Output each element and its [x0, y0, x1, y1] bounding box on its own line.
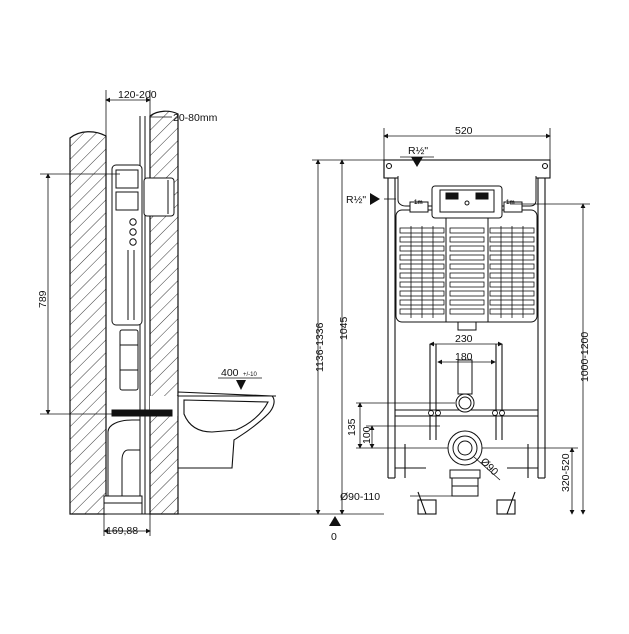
- floor-zero-label: 0: [331, 531, 337, 543]
- dim-135-100: 135 100: [346, 402, 455, 449]
- dim-frame-height-label: 1045: [338, 316, 350, 340]
- dim-135-label: 135: [346, 418, 358, 436]
- grille-slat: [449, 272, 485, 279]
- grille-slat: [449, 254, 485, 261]
- grille-slat: [449, 308, 485, 315]
- dim-height-789-label: 789: [37, 290, 49, 308]
- dim-wall-gap-label: 120-200: [118, 89, 157, 101]
- cistern-grille: [399, 226, 535, 318]
- dim-total-height-label: 1136-1336: [314, 322, 326, 372]
- dim-bolt-inner: 180: [437, 351, 496, 365]
- dim-frame-width-label: 520: [455, 125, 473, 137]
- back-wall: [69, 131, 107, 515]
- inlet-side-label: R½": [346, 194, 366, 206]
- dim-frame-depth-label: 20-80mm: [173, 112, 218, 124]
- inlet-top-label: R½": [408, 145, 428, 157]
- dim-pipe-diameter-label: Ø90: [478, 456, 501, 479]
- inlet-top: R½": [400, 145, 434, 167]
- dim-base-offset: 169,88: [103, 514, 151, 537]
- waste-pipe: [103, 409, 173, 515]
- cistern-side: [111, 164, 175, 391]
- inlet-side: R½": [346, 193, 396, 206]
- dim-outlet-height-label: 320-520: [560, 453, 572, 492]
- dim-bolt-inner-label: 180: [455, 351, 473, 363]
- dim-pipe-range: Ø90-110: [340, 491, 452, 503]
- dim-right-height-label: 1000-1200: [579, 332, 591, 382]
- side-view: 120-200 20-80mm 789 169,88 400 +/-10: [37, 89, 300, 537]
- mark-1m-left: 1m: [414, 200, 423, 206]
- grille-slat: [449, 245, 485, 252]
- dim-base-offset-label: 169,88: [106, 525, 138, 537]
- dim-right-height: 1000-1200: [510, 203, 591, 515]
- dim-frame-depth: 20-80mm: [150, 112, 218, 124]
- dim-total-height: 1136-1336: [312, 159, 384, 515]
- grille-slat: [449, 290, 485, 297]
- dim-bowl-height-label: 400: [221, 367, 239, 379]
- dim-wall-gap: 120-200: [105, 89, 157, 136]
- dim-bolt-outer-label: 230: [455, 333, 473, 345]
- grille-slat: [449, 281, 485, 288]
- dim-frame-width: 520: [383, 125, 551, 160]
- grille-slat: [449, 299, 485, 306]
- bracket-bolts: [428, 410, 505, 416]
- grille-slat: [449, 236, 485, 243]
- dim-bowl-height: 400 +/-10: [218, 367, 262, 390]
- grille-slat: [449, 227, 485, 234]
- dim-100-label: 100: [361, 426, 373, 444]
- front-wall-panel: [149, 110, 179, 515]
- dim-pipe-range-label: Ø90-110: [340, 491, 380, 503]
- dim-bolt-outer: 230: [429, 333, 503, 347]
- dim-frame-height: 1045: [338, 159, 350, 515]
- floor-zero-marker: 0: [300, 513, 384, 543]
- mark-1m-right: 1m: [506, 200, 515, 206]
- toilet-bowl: [177, 391, 276, 469]
- grille-slat: [449, 263, 485, 270]
- front-view: 1m 1m 520 R½": [300, 125, 591, 543]
- dim-bowl-tolerance-label: +/-10: [243, 372, 258, 378]
- dim-outlet-height: 320-520: [482, 447, 578, 515]
- dim-height-789: 789: [37, 173, 120, 415]
- outlet-pipe: [447, 359, 483, 497]
